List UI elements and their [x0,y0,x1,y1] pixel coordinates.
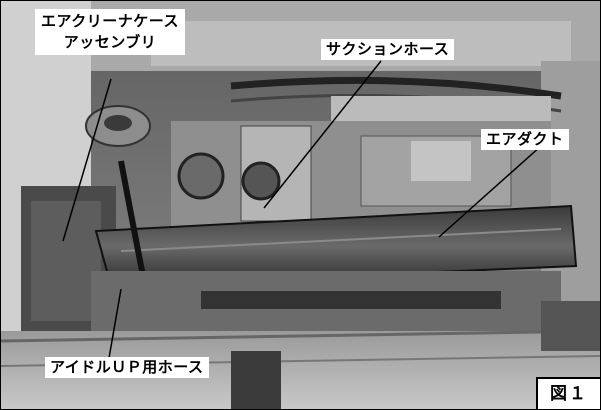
suction-hose-label: サクションホース [321,39,455,60]
air-duct-label: エアダクト [481,129,569,150]
air-cleaner-case-label-line2: アッセンブリ [63,33,157,51]
figure-number: 図１ [536,377,600,409]
idle-up-hose-label: アイドルＵＰ用ホース [45,357,209,378]
air-cleaner-case-label-line1: エアクリーナケース [41,12,180,30]
air-cleaner-case-label: エアクリーナケース アッセンブリ [35,9,186,55]
